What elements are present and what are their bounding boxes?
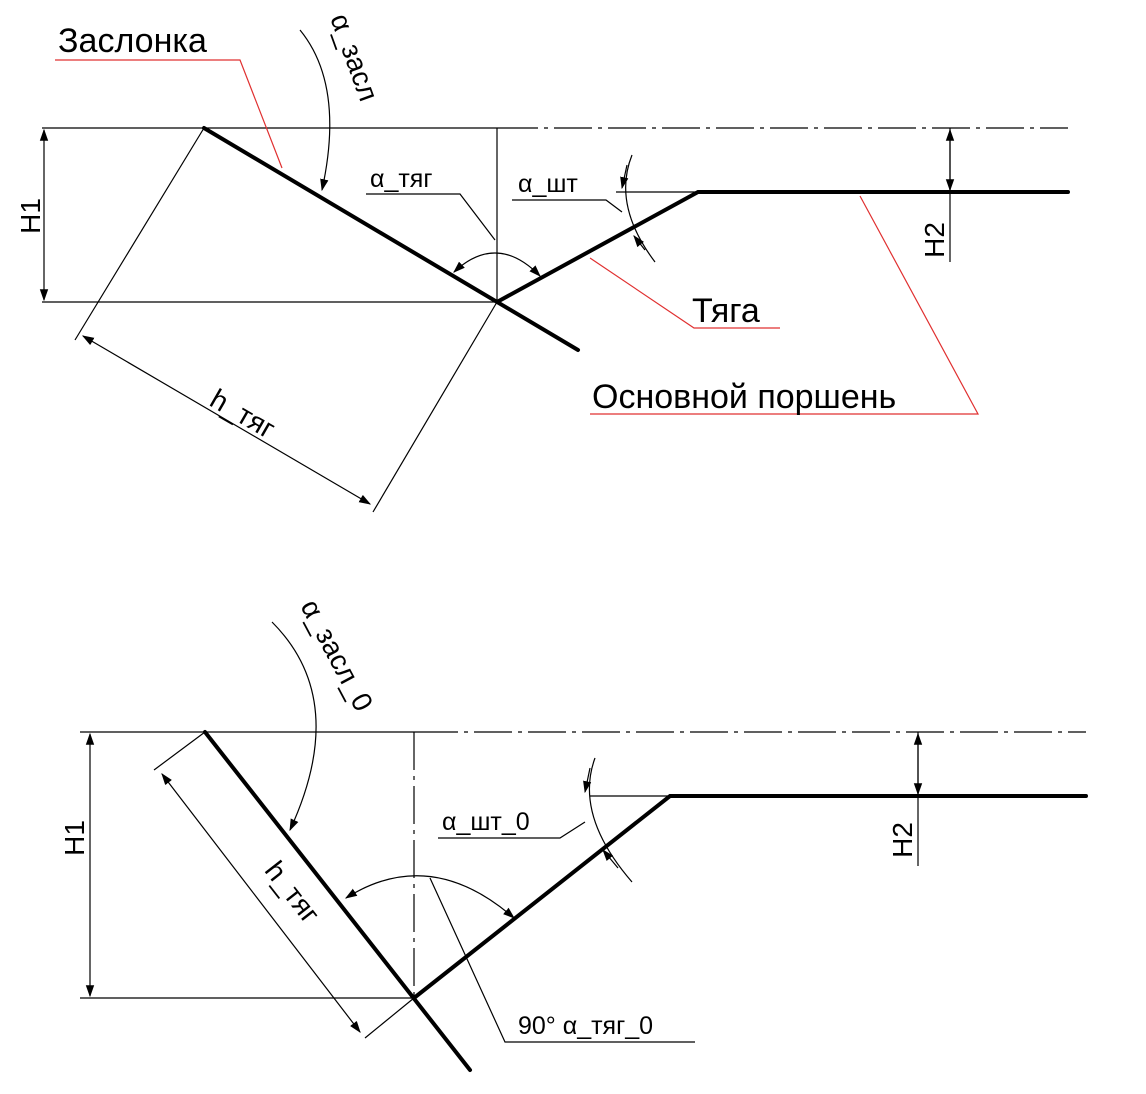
top-alpha-damper-arc: [299, 29, 331, 192]
bottom-alpha-stem-arrow: [583, 767, 592, 794]
top-h-rod-label: h_тяг: [205, 383, 281, 445]
top-rod-leader: [589, 257, 780, 329]
top-alpha-stem-arrow: [620, 164, 629, 190]
top-h1-label: H1: [15, 198, 46, 234]
top-alpha-stem-label: α_шт: [518, 170, 578, 198]
top-alpha-stem-leader: [512, 199, 623, 213]
top-alpha-stem-arc: [625, 154, 656, 263]
bottom-h2-label: H2: [887, 822, 918, 858]
top-rod-and-piston: [495, 190, 1070, 304]
bottom-h-rod-dimension: [161, 773, 361, 1033]
bottom-construction-line: [153, 731, 206, 771]
bottom-alpha-damper-label: α_засл_0: [295, 594, 379, 716]
bottom-alpha-rod-arc: [344, 875, 515, 919]
top-damper: [202, 126, 580, 352]
bottom-alpha-damper-arc: [271, 621, 317, 832]
bottom-damper: [203, 730, 472, 1072]
bottom-alpha-stem-arrow: [602, 849, 619, 869]
bottom-alpha-stem-label: α_шт_0: [442, 808, 530, 836]
bottom-diagram: H1 H2 h_тяг α_засл_0 90° α_тяг_0 α_шт_0: [59, 594, 1088, 1072]
bottom-construction-line: [364, 997, 415, 1039]
top-h-rod-dimension: [81, 335, 372, 505]
top-damper-label: Заслонка: [58, 22, 207, 60]
top-damper-leader: [55, 59, 283, 169]
top-alpha-damper-label: α_засл: [324, 9, 384, 105]
bottom-angle-label: 90° α_тяг_0: [518, 1012, 653, 1040]
top-construction-line: [74, 127, 205, 341]
bottom-h1-label: H1: [59, 820, 90, 856]
bottom-alpha-stem-arc: [588, 757, 633, 883]
top-alpha-stem-arrow: [633, 235, 646, 251]
top-construction-line: [372, 301, 498, 513]
top-diagram: H1 H2 h_тяг α_засл α_тяг α_шт Заслонка: [15, 9, 1070, 513]
bottom-h-rod-label: h_тяг: [259, 855, 326, 929]
top-alpha-rod-arc: [453, 252, 541, 277]
top-rod-label: Тяга: [692, 292, 760, 330]
bottom-angle-leader: [429, 877, 695, 1043]
top-alpha-rod-leader: [366, 193, 496, 241]
top-h2-label: H2: [919, 222, 950, 258]
top-alpha-rod-label: α_тяг: [370, 165, 432, 193]
bottom-alpha-stem-leader: [438, 821, 586, 839]
top-piston-leader: [590, 195, 980, 415]
top-piston-label: Основной поршень: [592, 378, 896, 416]
